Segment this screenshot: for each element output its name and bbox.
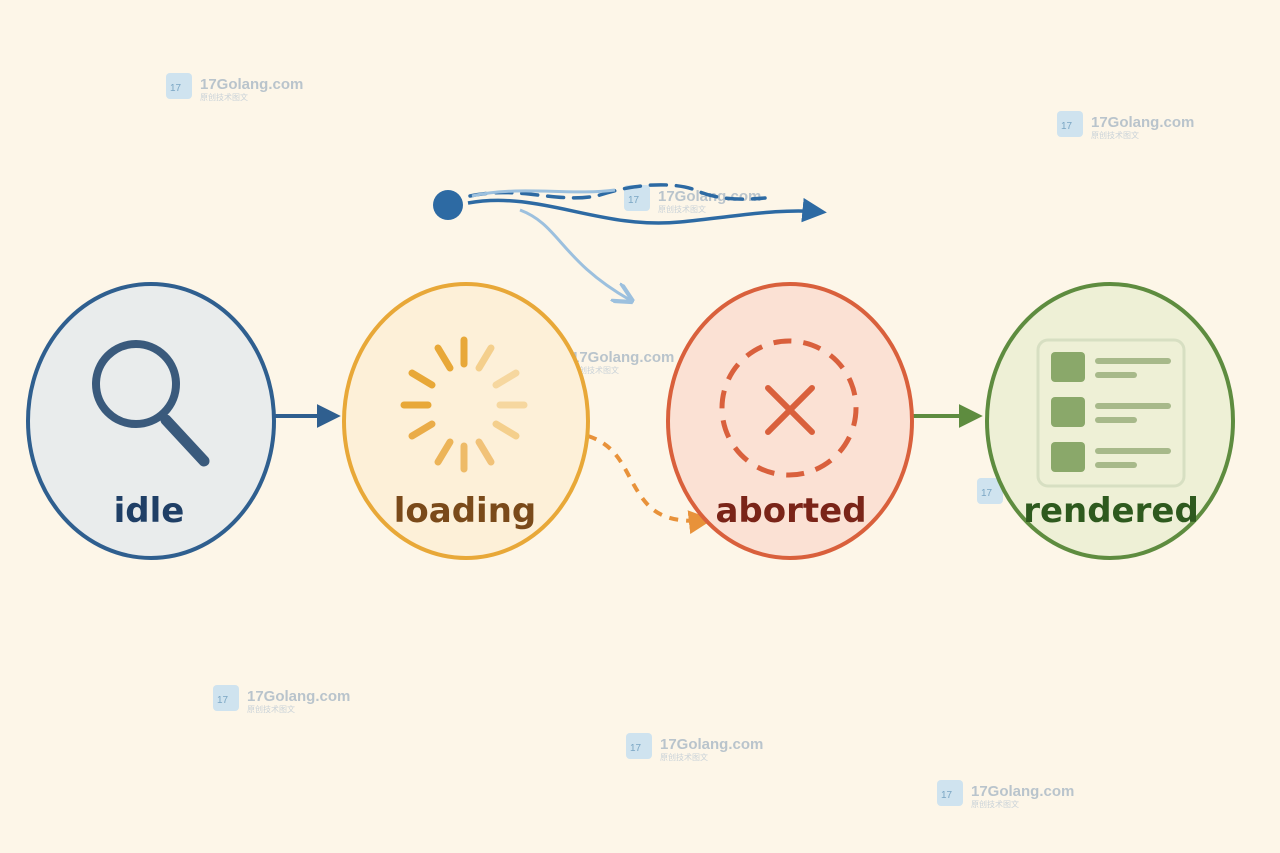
watermark-text: 17Golang.com — [660, 736, 763, 753]
signal-flow — [433, 183, 827, 300]
watermark-text: 17Golang.com — [971, 783, 1074, 800]
state-rendered: rendered — [985, 282, 1235, 560]
spinner-icon — [400, 336, 528, 473]
watermark-text: 17Golang.com — [571, 349, 674, 366]
state-label-aborted: aborted — [715, 491, 866, 531]
state-label-rendered: rendered — [1023, 491, 1199, 531]
signal-faded-path — [471, 188, 616, 198]
signal-dashed-path — [468, 183, 767, 201]
state-label-idle: idle — [114, 491, 185, 531]
watermark-text: 17Golang.com — [200, 76, 303, 93]
watermark-subtext: 原创技术图文 — [571, 365, 619, 375]
state-loading: loading — [342, 282, 590, 560]
state-idle: idle — [26, 282, 276, 560]
svg-text:17: 17 — [170, 83, 182, 94]
state-aborted: aborted — [666, 282, 914, 560]
signal-branch-path — [519, 208, 630, 300]
svg-text:17: 17 — [1061, 121, 1073, 132]
transition-loading-aborted — [587, 434, 713, 535]
svg-text:17: 17 — [981, 488, 993, 499]
svg-text:17: 17 — [628, 195, 640, 206]
watermark: 17 17Golang.com 原创技术图文 — [213, 685, 350, 714]
watermark-text: 17Golang.com — [1091, 114, 1194, 131]
watermark-subtext: 原创技术图文 — [658, 204, 706, 214]
cancel-x-icon — [719, 338, 859, 478]
signal-main-path — [467, 197, 827, 225]
watermark: 17 17Golang.com 原创技术图文 — [166, 73, 303, 102]
watermark-text: 17Golang.com — [247, 688, 350, 705]
svg-text:17: 17 — [941, 790, 953, 801]
watermark: 17 17Golang.com 原创技术图文 — [626, 733, 763, 762]
svg-text:17: 17 — [217, 695, 229, 706]
watermark-subtext: 原创技术图文 — [247, 704, 295, 714]
search-icon — [92, 340, 210, 467]
state-label-loading: loading — [394, 491, 537, 531]
list-document-icon — [1036, 338, 1186, 488]
watermark-subtext: 原创技术图文 — [971, 799, 1019, 809]
watermark-subtext: 原创技术图文 — [1091, 130, 1139, 140]
svg-text:17: 17 — [630, 743, 642, 754]
watermark-subtext: 原创技术图文 — [200, 92, 248, 102]
signal-origin-dot — [433, 190, 463, 220]
watermark: 17 17Golang.com 原创技术图文 — [937, 780, 1074, 809]
transitions — [274, 404, 983, 535]
watermark-subtext: 原创技术图文 — [660, 752, 708, 762]
watermark: 17 17Golang.com 原创技术图文 — [1057, 111, 1194, 140]
